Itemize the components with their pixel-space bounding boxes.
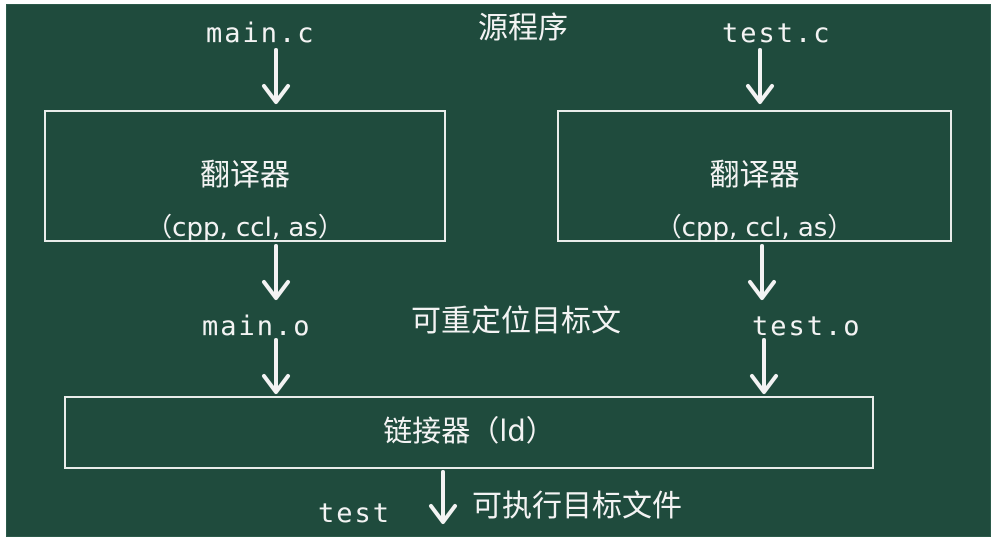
test-o-label: test.o bbox=[752, 311, 862, 342]
executable-label: 可执行目标文件 bbox=[472, 489, 682, 524]
arrow-down-icon bbox=[746, 48, 774, 104]
arrow-down-icon bbox=[262, 244, 290, 300]
linker-title: 链接器（ld） bbox=[383, 414, 555, 448]
arrow-down-icon bbox=[750, 338, 778, 394]
linker-box: 链接器（ld） bbox=[64, 396, 874, 469]
main-o-label: main.o bbox=[202, 311, 312, 342]
relocatable-label: 可重定位目标文 bbox=[411, 304, 621, 339]
translator-box-left: 翻译器 （cpp, ccl, as） bbox=[44, 110, 446, 243]
test-output-label: test bbox=[318, 498, 392, 529]
translator-tools: （cpp, ccl, as） bbox=[655, 213, 854, 243]
translator-title: 翻译器 bbox=[709, 158, 800, 193]
test-c-label: test.c bbox=[722, 18, 832, 49]
arrow-down-icon bbox=[262, 338, 290, 394]
translator-title: 翻译器 bbox=[200, 158, 290, 193]
arrow-down-icon bbox=[429, 470, 457, 524]
chalkboard: main.c 源程序 test.c 翻译器 （cpp, ccl, as） 翻译器… bbox=[6, 4, 991, 537]
main-c-label: main.c bbox=[206, 18, 316, 49]
translator-tools: （cpp, ccl, as） bbox=[146, 213, 344, 243]
arrow-down-icon bbox=[748, 244, 776, 300]
translator-box-right: 翻译器 （cpp, ccl, as） bbox=[557, 110, 952, 243]
arrow-down-icon bbox=[262, 48, 290, 104]
source-label: 源程序 bbox=[478, 11, 568, 46]
